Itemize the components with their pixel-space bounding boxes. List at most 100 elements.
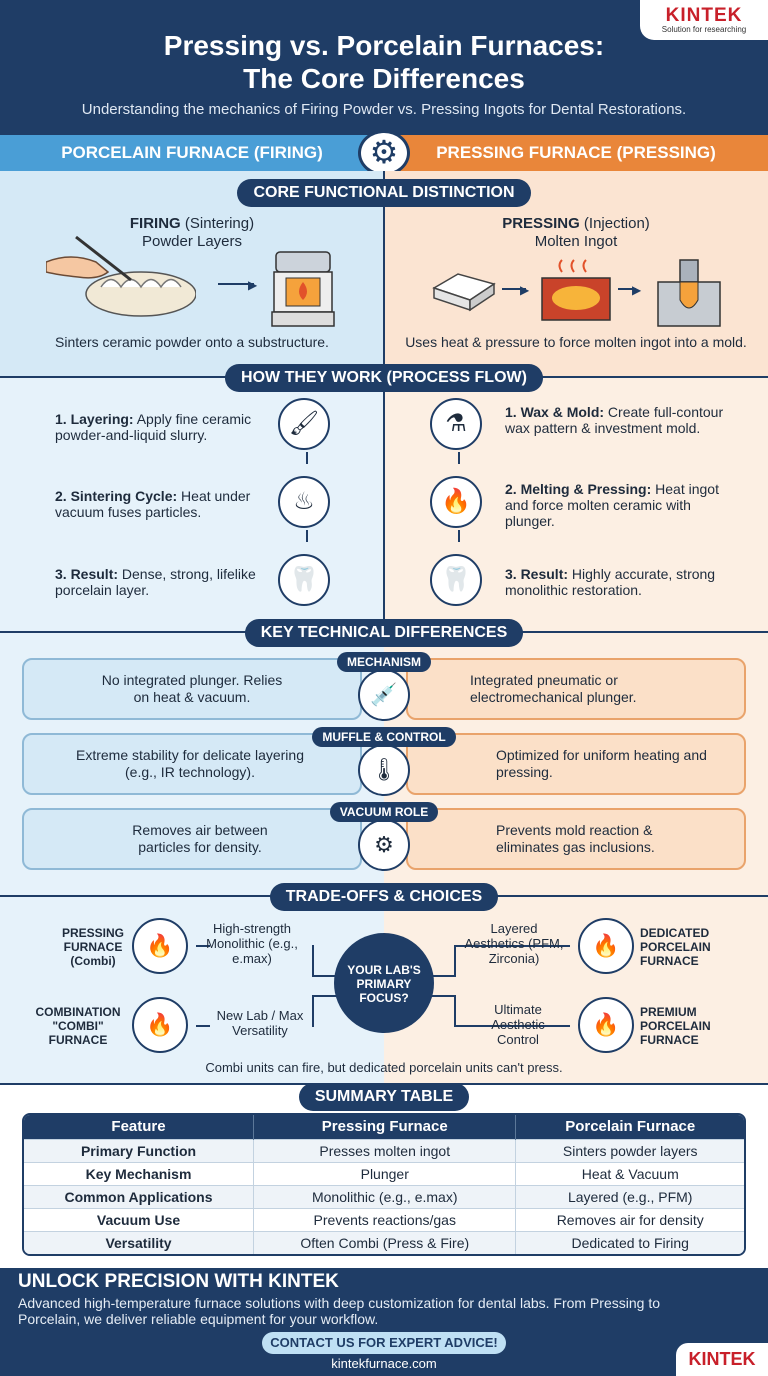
pressing-step-1: 1. Wax & Mold: Create full-contour wax p… (505, 404, 730, 436)
furnace-icon: 🔥 (430, 476, 482, 528)
table-cell: Vacuum Use (24, 1207, 255, 1231)
pressing-step-2: 2. Melting & Pressing: Heat ingot and fo… (505, 481, 730, 529)
connector (432, 995, 456, 997)
core-heading-wrap: CORE FUNCTIONAL DISTINCTION (0, 179, 768, 207)
footer-title: UNLOCK PRECISION WITH KINTEK (18, 1271, 339, 1292)
trade-left-2-name: COMBINATION "COMBI" FURNACE (35, 1005, 121, 1047)
tradeoffs-heading: TRADE-OFFS & CHOICES (269, 883, 499, 911)
ingot-icon (430, 266, 498, 319)
step-text: Heat ingot and force molten ceramic with… (505, 481, 719, 529)
connector (196, 945, 210, 947)
step-label: 2. Melting & Pressing: (505, 481, 652, 497)
primary-focus-circle: YOUR LAB'S PRIMARY FOCUS? (334, 933, 434, 1033)
firing-step-2: 2. Sintering Cycle: Heat under vacuum fu… (55, 488, 270, 520)
pressing-title-rest: (Injection) (579, 215, 650, 232)
logo-tagline: Solution for researching (661, 25, 747, 34)
connector (454, 945, 570, 947)
gear-icon: ⚙ (358, 130, 410, 176)
page-title-line2: The Core Differences (243, 63, 525, 94)
connector (432, 975, 456, 977)
kintek-logo[interactable]: KINTEK Solution for researching (640, 0, 768, 40)
step-label: 2. Sintering Cycle: (55, 488, 178, 504)
footer-logo[interactable]: KINTEK (676, 1343, 768, 1376)
column-header: Porcelain Furnace (515, 1115, 744, 1139)
logo-text: KINTEK (665, 5, 743, 26)
table-cell: Dedicated to Firing (515, 1230, 744, 1254)
column-header: Feature (24, 1115, 255, 1139)
summary-table: Feature Pressing Furnace Porcelain Furna… (24, 1115, 744, 1254)
furnace-icon (268, 250, 338, 335)
process-heading-wrap: HOW THEY WORK (PROCESS FLOW) (0, 364, 768, 392)
furnace-icon: 🔥 (132, 918, 188, 974)
press-mold-icon (654, 258, 724, 333)
table-cell: Heat & Vacuum (515, 1161, 744, 1185)
pressing-step-3: 3. Result: Highly accurate, strong monol… (505, 566, 730, 598)
muffle-label: MUFFLE & CONTROL (312, 727, 456, 747)
muffle-label-wrap: MUFFLE & CONTROL (0, 727, 768, 747)
mechanism-right-text: Integrated pneumatic or electromechanica… (470, 672, 637, 705)
trade-panel-left (0, 897, 384, 1083)
footer-banner (0, 1268, 768, 1376)
trade-left-1-name: PRESSING FURNACE (Combi) (61, 926, 124, 968)
trade-right-2-name: PREMIUM PORCELAIN FURNACE (640, 1005, 711, 1047)
firing-title: FIRING (Sintering) (0, 215, 384, 233)
step-label: 1. Layering: (55, 411, 134, 427)
firing-step-3: 3. Result: Dense, strong, lifelike porce… (55, 566, 270, 598)
table-row: Key Mechanism Plunger Heat & Vacuum (24, 1161, 744, 1185)
muffle-left-text: Extreme stability for delicate layering … (76, 747, 304, 780)
vacuum-left-text: Removes air between particles for densit… (132, 822, 268, 855)
summary-heading: SUMMARY TABLE (298, 1083, 470, 1111)
trade-right-2-reason: Ultimate Aesthetic Control (491, 1002, 545, 1047)
syringe-icon: 💉 (358, 669, 410, 721)
trade-right-1-reason: Layered Aesthetics (PFM, Zirconia) (464, 921, 564, 966)
contact-button[interactable]: CONTACT US FOR EXPERT ADVICE! (262, 1332, 506, 1354)
table-cell: Prevents reactions/gas (253, 1207, 517, 1231)
flow-arrow (306, 530, 308, 542)
table-row: Vacuum Use Prevents reactions/gas Remove… (24, 1207, 744, 1231)
summary-table-wrap: Feature Pressing Furnace Porcelain Furna… (22, 1113, 746, 1256)
step-label: 3. Result: (505, 566, 569, 582)
muffle-right-text: Optimized for uniform heating and pressi… (496, 747, 707, 780)
firing-subtitle: Powder Layers (141, 233, 243, 250)
website-link[interactable]: kintekfurnace.com (331, 1356, 437, 1371)
table-cell: Layered (e.g., PFM) (515, 1184, 744, 1208)
mechanism-label-wrap: MECHANISM (0, 652, 768, 672)
flow-arrow (458, 452, 460, 464)
table-cell: Primary Function (24, 1138, 255, 1162)
table-cell: Sinters powder layers (515, 1138, 744, 1162)
table-cell: Removes air for density (515, 1207, 744, 1231)
melting-crucible-icon (538, 258, 614, 329)
trade-left-1-reason: High-strength Monolithic (e.g., e.max) (206, 921, 298, 966)
table-row: Primary Function Presses molten ingot Si… (24, 1138, 744, 1162)
step-text: Apply fine ceramic powder-and-liquid slu… (55, 411, 252, 443)
step-text: Create full-contour wax pattern & invest… (505, 404, 724, 436)
center-divider (383, 171, 385, 376)
muffle-left-box (22, 733, 362, 795)
connector (312, 995, 314, 1027)
table-cell: Often Combi (Press & Fire) (253, 1230, 517, 1254)
summary-heading-wrap: SUMMARY TABLE (0, 1083, 768, 1111)
mechanism-left-text: No integrated plunger. Relies on heat & … (101, 672, 283, 705)
core-arrow-3 (618, 288, 636, 290)
thermometer-flame-icon: 🌡 (358, 744, 410, 796)
flask-icon: ⚗ (430, 398, 482, 450)
process-heading: HOW THEY WORK (PROCESS FLOW) (225, 364, 543, 392)
firing-title-rest: (Sintering) (180, 215, 255, 232)
table-cell: Common Applications (24, 1184, 255, 1208)
diff-heading-wrap: KEY TECHNICAL DIFFERENCES (0, 619, 768, 647)
connector (312, 975, 336, 977)
vacuum-right-box (406, 808, 746, 870)
table-header-row: Feature Pressing Furnace Porcelain Furna… (24, 1115, 744, 1139)
firing-step-1: 1. Layering: Apply fine ceramic powder-a… (55, 411, 270, 443)
vacuum-label: VACUUM ROLE (329, 802, 439, 822)
brush-icon: 🖌 (278, 398, 330, 450)
connector (454, 945, 456, 977)
page-title-line1: Pressing vs. Porcelain Furnaces: (163, 30, 605, 61)
arrow-right-icon: ▶ (520, 283, 530, 297)
flow-arrow (458, 530, 460, 542)
connector (312, 945, 314, 977)
arrow-right-icon: ▶ (632, 283, 642, 297)
connector (454, 1025, 570, 1027)
vacuum-pump-icon: ⚙ (358, 819, 410, 871)
core-arrow-left (218, 283, 254, 285)
